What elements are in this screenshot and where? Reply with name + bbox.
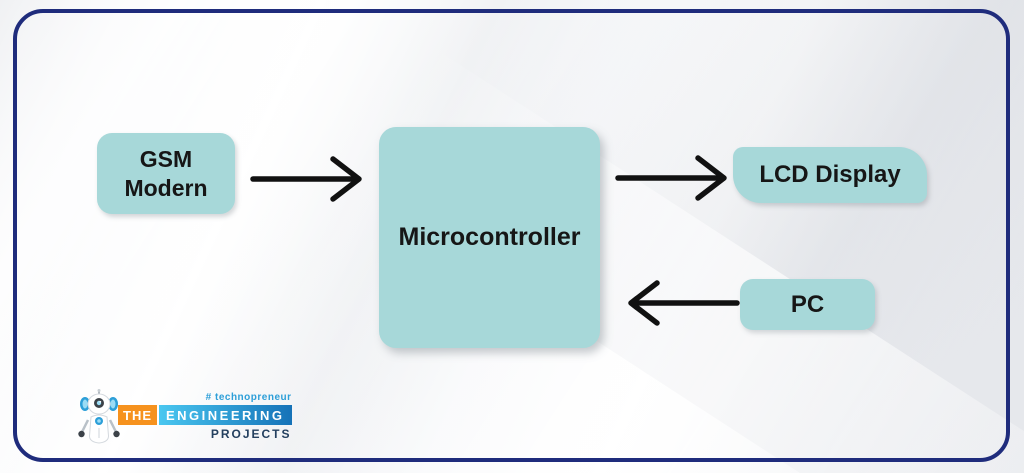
node-microcontroller: Microcontroller — [379, 127, 600, 348]
node-microcontroller-label: Microcontroller — [398, 222, 581, 251]
brand-word-the: THE — [118, 405, 157, 425]
robot-mascot-icon — [78, 389, 120, 444]
node-lcd-display-label: LCD Display — [759, 161, 901, 188]
node-pc-label: PC — [790, 290, 825, 318]
brand-word-engineering: ENGINEERING — [159, 405, 292, 425]
node-gsm-label-line1: GSM — [139, 145, 193, 172]
brand-word-projects: PROJECTS — [210, 427, 292, 441]
brand-logo: # technopreneur THE ENGINEERING PROJECTS — [78, 388, 292, 446]
node-lcd-display: LCD Display — [733, 147, 927, 203]
brand-name-row: THE ENGINEERING — [118, 405, 292, 425]
diagram-frame-border — [13, 9, 1010, 462]
node-gsm-modem: GSM Modern — [97, 133, 235, 214]
brand-logo-text: # technopreneur THE ENGINEERING PROJECTS — [118, 388, 292, 441]
brand-tagline: # technopreneur — [205, 392, 292, 403]
node-gsm-label-line2: Modern — [124, 174, 208, 201]
node-pc: PC — [740, 279, 875, 330]
